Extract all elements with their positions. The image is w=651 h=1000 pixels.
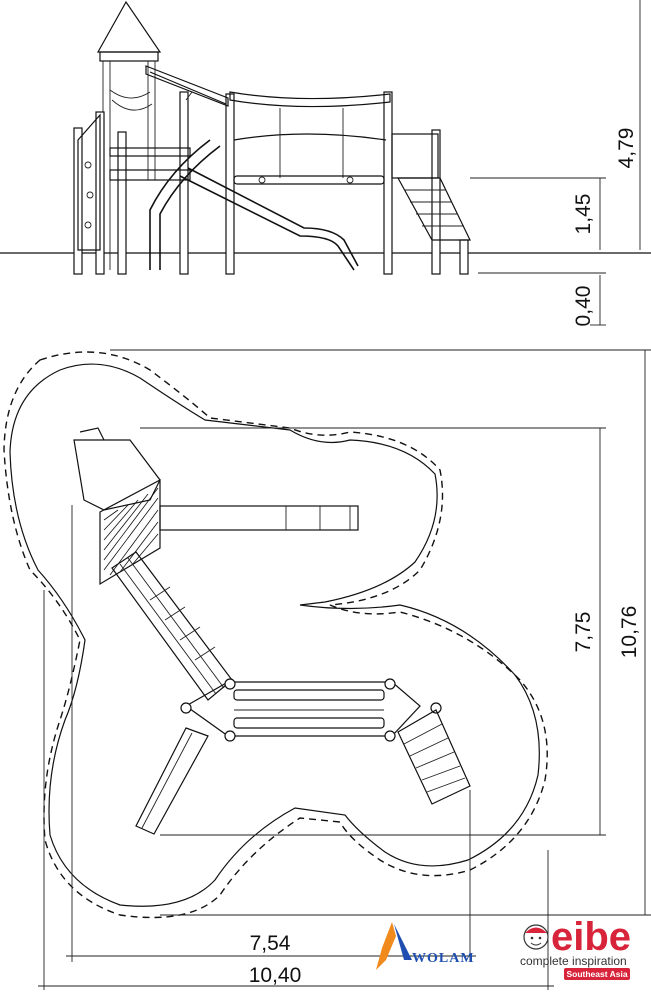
slide xyxy=(179,175,355,271)
wolam-swoosh-icon xyxy=(376,922,396,970)
elevation-view xyxy=(0,0,651,275)
plan-slide-straight xyxy=(159,505,359,531)
bridge-deck xyxy=(233,175,385,185)
post xyxy=(383,91,393,275)
climbing-wall xyxy=(77,113,101,251)
wolam-logo: WOLAM xyxy=(376,922,475,970)
plan-slide-diagonal xyxy=(135,727,209,835)
tube-slide xyxy=(149,139,211,270)
upper-beam xyxy=(229,91,391,108)
platform-deck xyxy=(109,147,191,157)
tower-beam xyxy=(149,71,227,105)
plan-steps xyxy=(397,709,471,805)
elevation-dimensions: 4,79 1,45 0,40 xyxy=(470,0,641,327)
steps xyxy=(396,177,471,241)
dim-plan-width-inner: 7,54 xyxy=(250,932,291,955)
plan-dimensions: 7,75 10,76 7,54 10,40 xyxy=(38,349,651,990)
dim-plan-depth-outer: 10,76 xyxy=(618,606,641,659)
side-platform xyxy=(391,133,439,179)
dim-foundation-depth: 0,40 xyxy=(572,286,595,327)
dim-height-total: 4,79 xyxy=(615,128,638,169)
bridge-rope xyxy=(233,133,387,141)
post xyxy=(225,93,235,275)
eibe-region: Southeast Asia xyxy=(566,969,627,979)
safety-area-outline xyxy=(3,351,548,919)
plan-walkway xyxy=(111,551,233,701)
plan-tower-roof xyxy=(99,479,161,586)
dim-plan-width-outer: 10,40 xyxy=(249,964,302,987)
roof-hatch xyxy=(103,487,159,576)
dim-platform-height: 1,45 xyxy=(572,194,595,235)
post xyxy=(117,131,127,275)
tower-roof-base xyxy=(99,51,159,62)
plan-tower xyxy=(73,439,161,511)
eibe-tagline: complete inspiration xyxy=(520,954,627,968)
tower-roof xyxy=(96,0,162,53)
eibe-region-badge xyxy=(564,968,630,980)
post xyxy=(459,239,469,275)
dim-plan-depth-inner: 7,75 xyxy=(572,612,595,653)
eibe-logo: eibe complete inspiration Southeast Asia xyxy=(520,915,631,980)
plan-view xyxy=(3,351,548,919)
impact-area-outline xyxy=(9,363,540,907)
eibe-wordmark: eibe xyxy=(551,915,631,959)
wolam-wordmark: WOLAM xyxy=(412,951,475,966)
